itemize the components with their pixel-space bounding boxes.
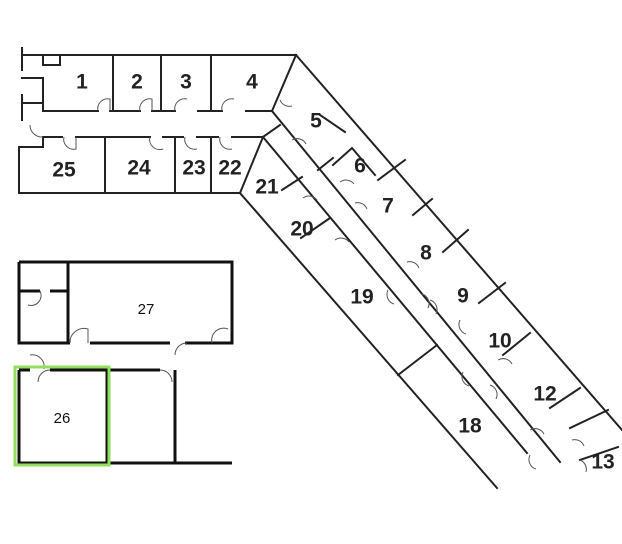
room-21-label[interactable]: 21 [255,176,279,199]
room-27-label[interactable]: 27 [138,301,155,318]
room-2-label[interactable]: 2 [131,71,143,94]
room-22-label[interactable]: 22 [218,157,241,180]
top-wing-walls [18,47,297,194]
room-1-label[interactable]: 1 [76,71,88,94]
room-4-label[interactable]: 4 [246,71,258,94]
lower-building-walls [17,260,234,465]
room-5-label[interactable]: 5 [310,110,322,133]
room-24-label[interactable]: 24 [127,157,151,180]
room-8-label[interactable]: 8 [420,242,432,265]
room-23-label[interactable]: 23 [182,157,205,180]
room-10-label[interactable]: 10 [488,330,511,353]
room-12-label[interactable]: 12 [533,383,556,406]
room-7-label[interactable]: 7 [382,195,394,218]
room-18-label[interactable]: 18 [458,415,482,438]
selected-room-highlight [13,365,111,467]
room-20-label[interactable]: 20 [290,218,313,241]
room-3-label[interactable]: 3 [180,71,192,94]
room-19-label[interactable]: 19 [350,286,373,309]
room-6-label[interactable]: 6 [354,155,366,178]
room-25-label[interactable]: 25 [52,159,76,182]
room-26-label[interactable]: 26 [54,410,71,427]
room-9-label[interactable]: 9 [457,285,469,308]
diagonal-wing-walls [238,53,622,490]
room-13-label[interactable]: 13 [591,451,614,474]
